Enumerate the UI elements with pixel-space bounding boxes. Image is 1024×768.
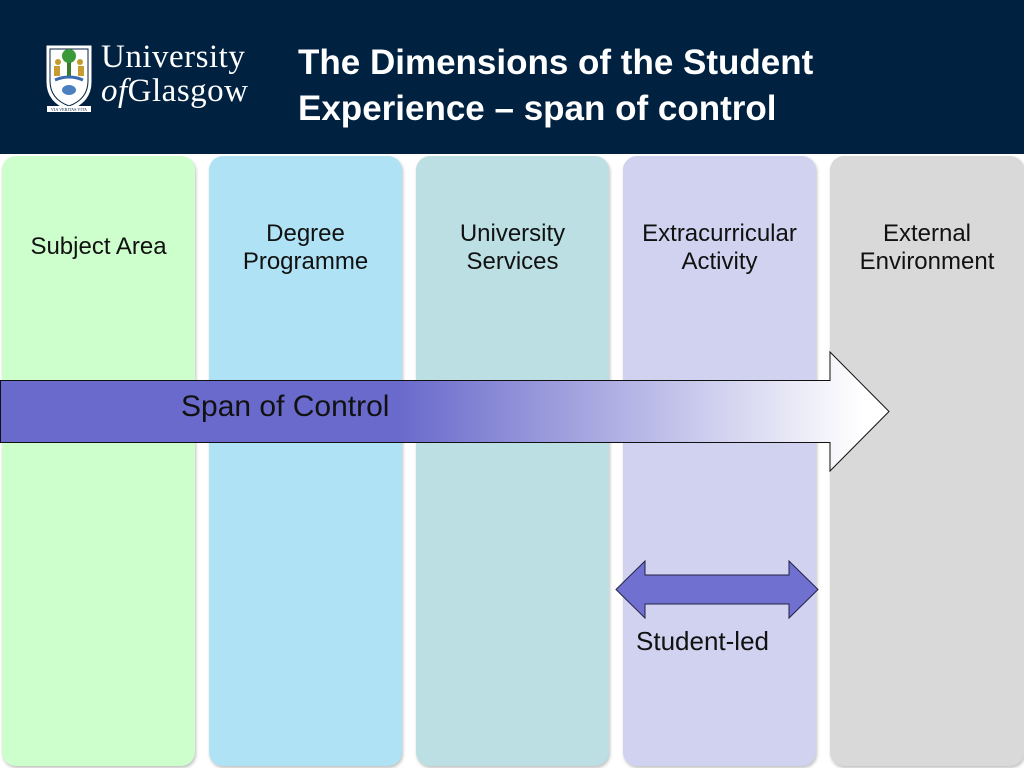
column-label-university-services: University Services [416, 220, 609, 276]
column-label-extracurricular-activity: Extracurricular Activity [623, 220, 816, 276]
wordmark-of: of [101, 73, 128, 109]
slide-title-line2: Experience – span of control [298, 89, 777, 128]
slide-title: The Dimensions of the Student Experience… [298, 40, 998, 132]
university-crest-icon: VIA VERITAS VITA [46, 45, 92, 112]
column-label-line: Activity [681, 248, 758, 275]
column-label-external-environment: External Environment [830, 220, 1024, 276]
column-label-line: Degree [266, 220, 345, 247]
column-label-line: External [882, 220, 972, 247]
column-label-line: Programme [242, 248, 369, 275]
double-arrow-icon [615, 559, 819, 620]
right-arrow-icon [0, 350, 890, 473]
university-wordmark: University ofGlasgow [101, 40, 271, 108]
column-label-line: University [459, 220, 566, 247]
column-external-environment: External Environment [830, 156, 1024, 766]
column-degree-programme: Degree Programme [209, 156, 402, 766]
student-led-double-arrow [615, 559, 821, 620]
svg-text:VIA VERITAS VITA: VIA VERITAS VITA [51, 107, 87, 112]
column-label-line: Environment [859, 248, 995, 275]
university-logo: VIA VERITAS VITA University ofGlasgow [44, 40, 269, 114]
column-label-line: Extracurricular [642, 220, 797, 247]
wordmark-line2: ofGlasgow [101, 74, 271, 108]
header-bar: VIA VERITAS VITA University ofGlasgow Th… [0, 0, 1024, 154]
slide-title-line1: The Dimensions of the Student [298, 43, 814, 82]
wordmark-glasgow: Glasgow [127, 73, 249, 109]
span-of-control-arrow [0, 350, 900, 475]
column-extracurricular-activity: Extracurricular Activity [623, 156, 816, 766]
column-label-line: Services [466, 248, 559, 275]
column-university-services: University Services [416, 156, 609, 766]
column-subject-area: Subject Area [2, 156, 195, 766]
wordmark-line1: University [101, 39, 246, 75]
column-label-subject-area: Subject Area [30, 233, 167, 260]
column-label-degree-programme: Degree Programme [209, 220, 402, 276]
student-led-label: Student-led [636, 626, 769, 656]
span-of-control-label: Span of Control [181, 390, 390, 423]
